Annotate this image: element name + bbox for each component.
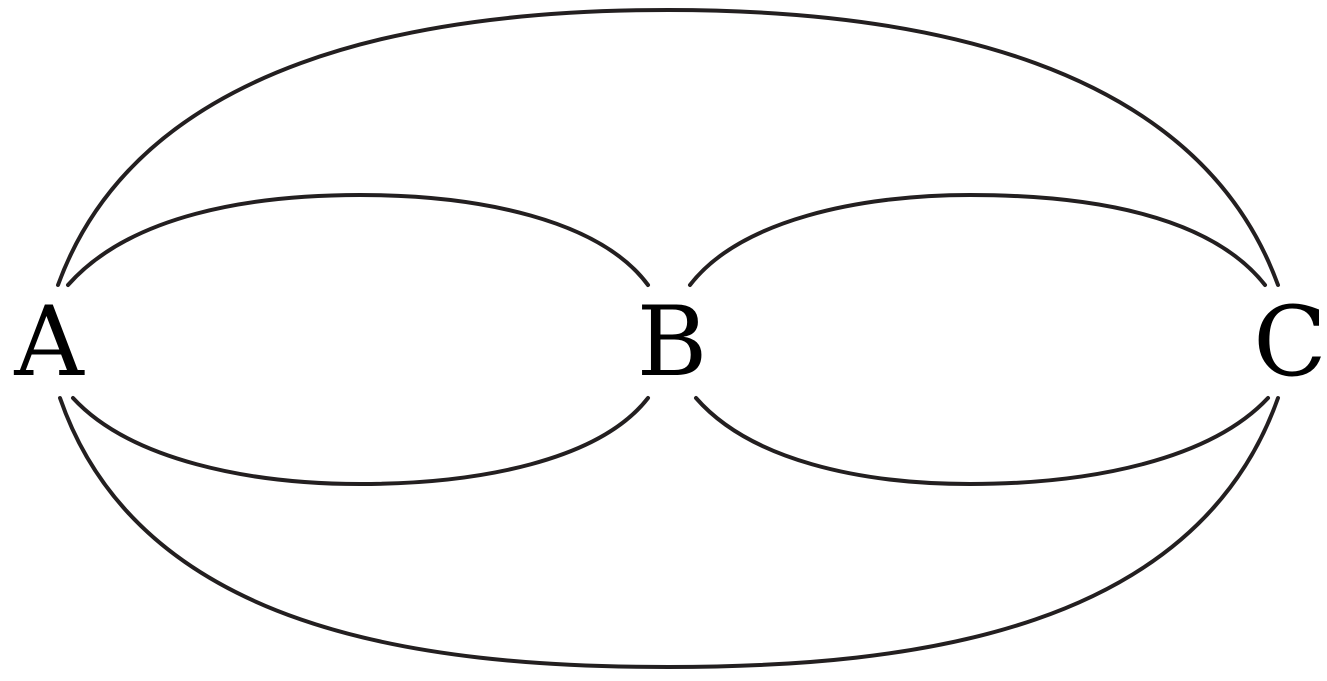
- edge-b-c-bottom: [694, 396, 1270, 487]
- edge-a-c-top: [56, 7, 1280, 287]
- node-label-a: A: [13, 286, 85, 398]
- edge-a-b-bottom: [71, 396, 650, 487]
- edge-b-c-top: [688, 192, 1267, 287]
- node-label-b: B: [637, 286, 708, 398]
- edge-a-b-top: [66, 192, 650, 287]
- edge-a-c-bottom: [58, 396, 1280, 670]
- node-label-c: C: [1253, 286, 1326, 398]
